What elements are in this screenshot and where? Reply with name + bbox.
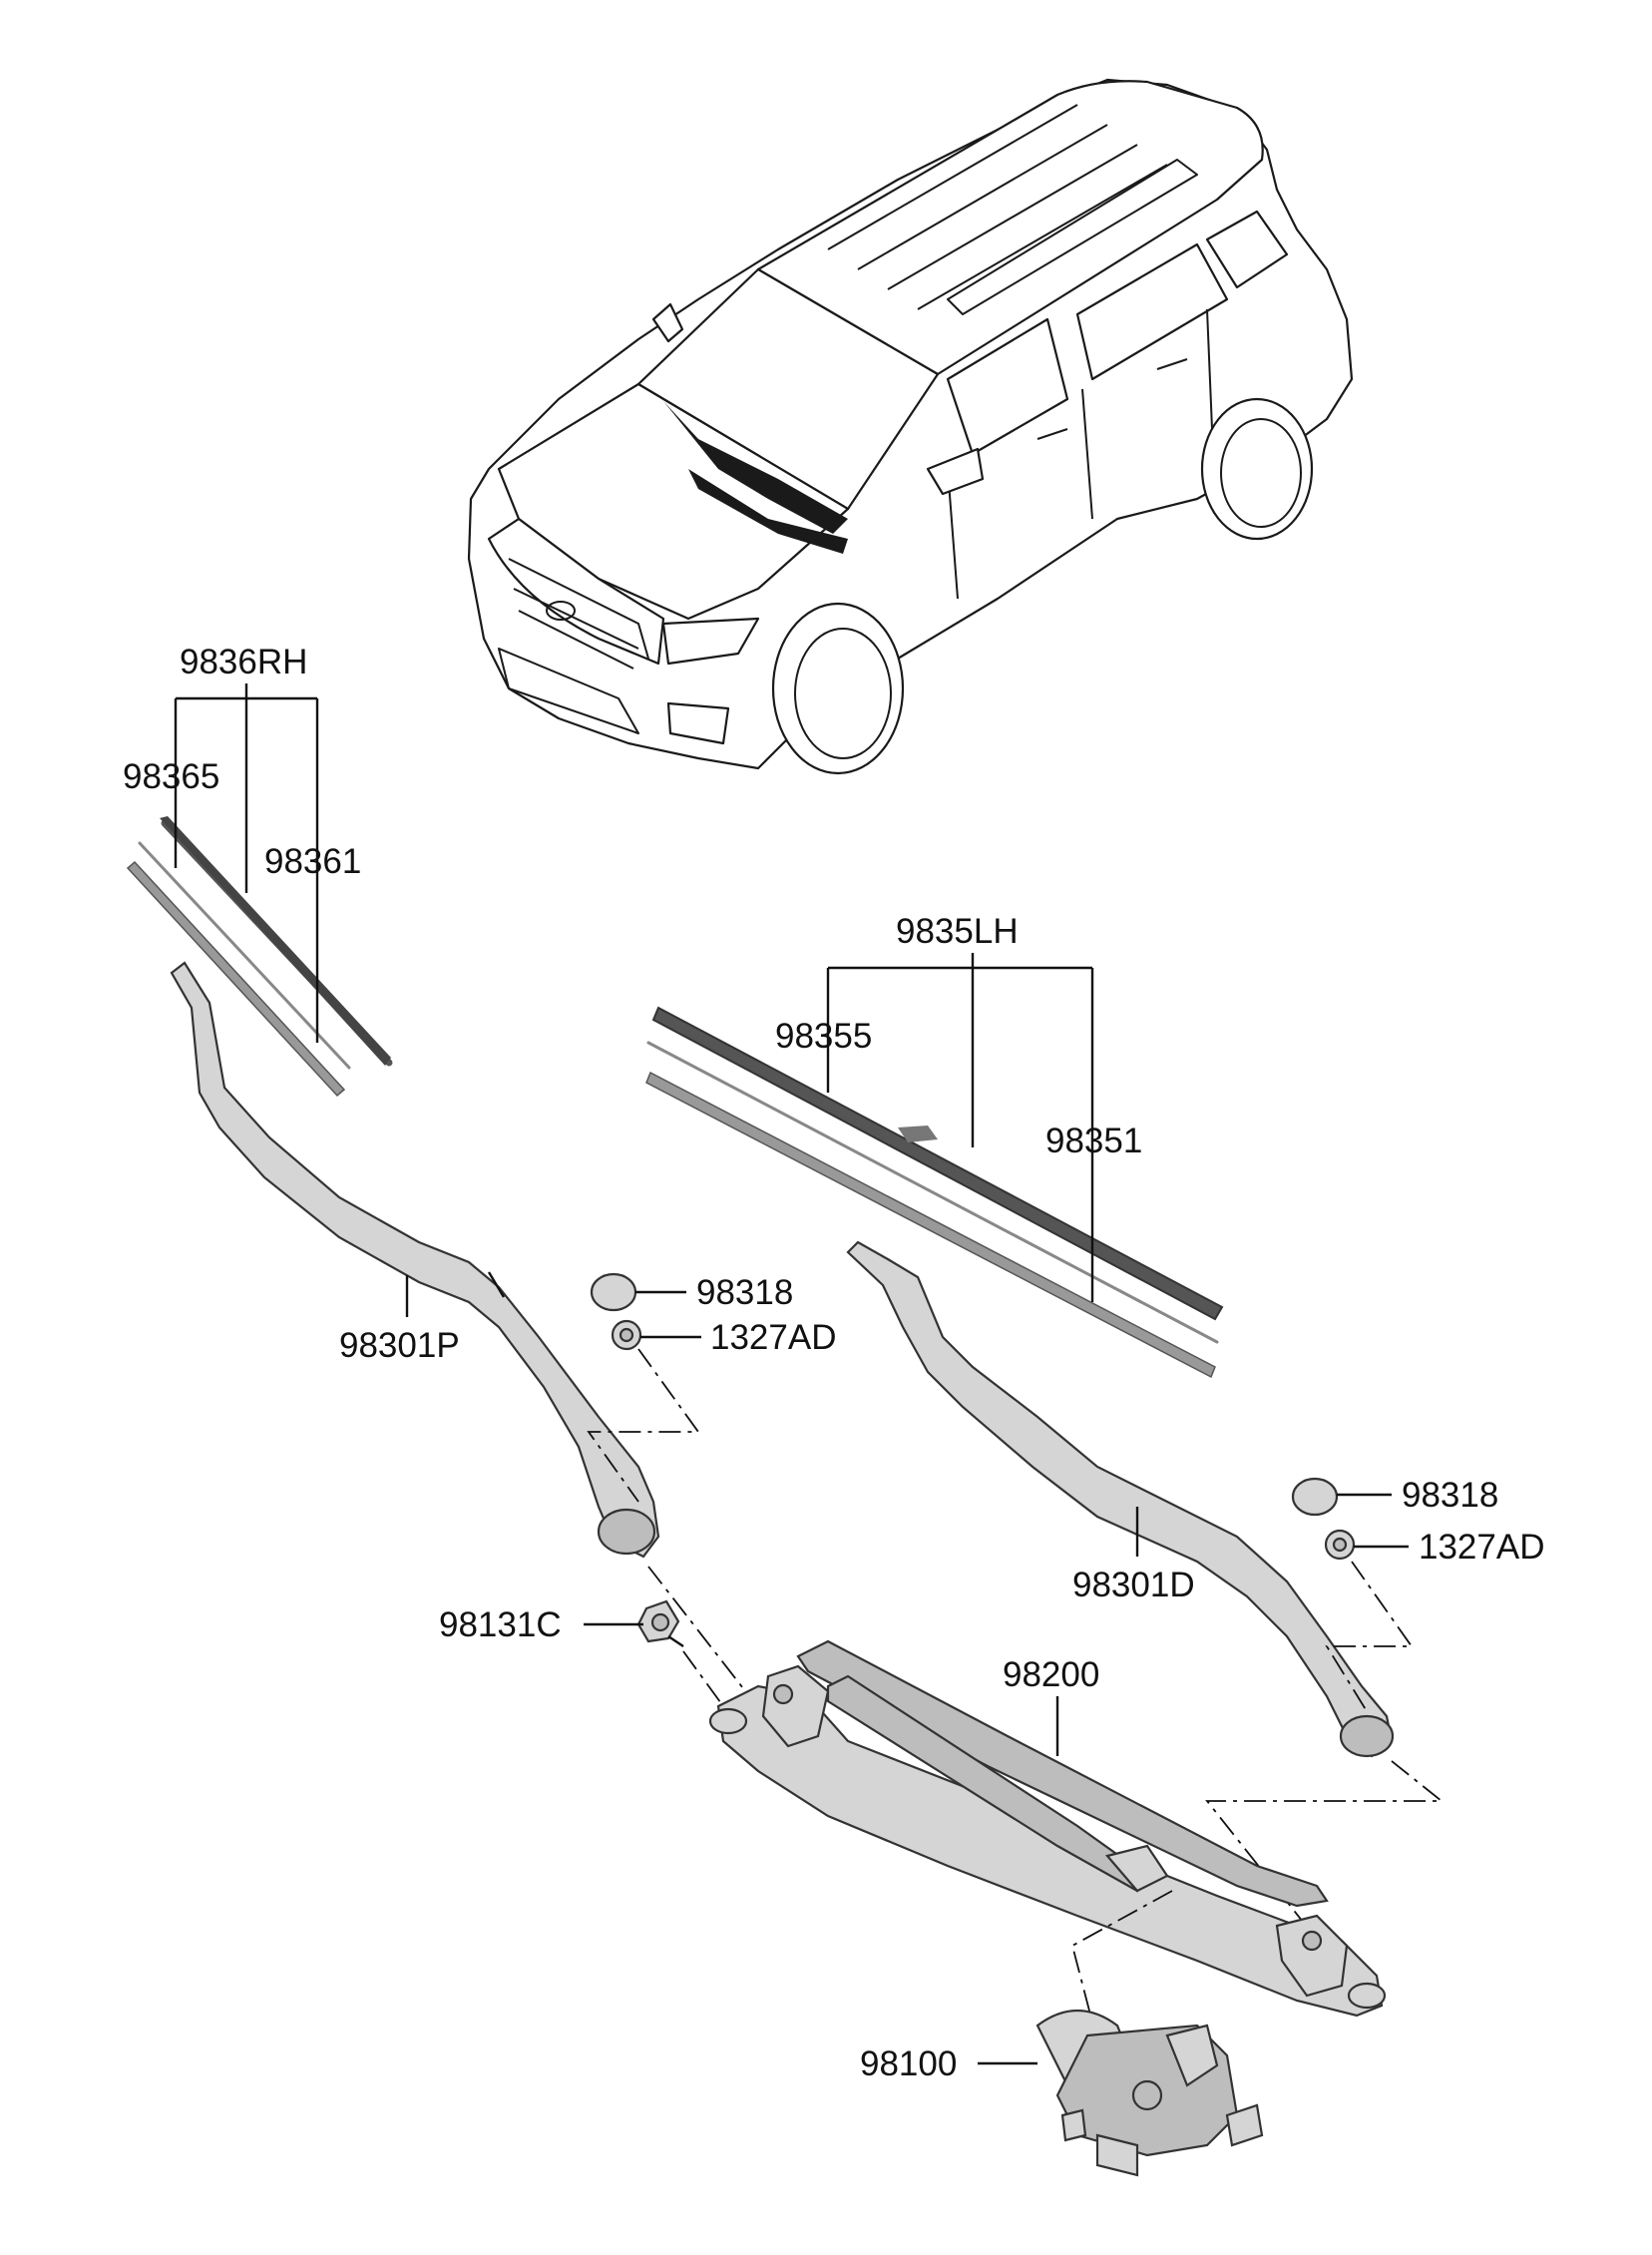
label-linkage: 98200 bbox=[1003, 1655, 1099, 1694]
bolt-98131c bbox=[636, 1599, 684, 1647]
label-cap-rh: 98318 bbox=[696, 1273, 793, 1312]
label-rh-refill: 98365 bbox=[123, 757, 219, 796]
cap-rh bbox=[590, 1272, 637, 1312]
label-lh-blade: 98351 bbox=[1045, 1122, 1142, 1160]
rh-blade-group bbox=[126, 683, 393, 1098]
lh-refill-strip bbox=[646, 1041, 1219, 1344]
label-arm-rh: 98301P bbox=[339, 1326, 460, 1365]
assembly-line-bolt bbox=[682, 1650, 724, 1707]
cap-lh bbox=[1291, 1477, 1339, 1517]
wiper-linkage bbox=[708, 1639, 1387, 2018]
lh-blade-group bbox=[645, 953, 1224, 1379]
label-rh-blade: 98361 bbox=[264, 842, 361, 881]
wiper-motor bbox=[1035, 2009, 1264, 2177]
label-bolt: 98131C bbox=[439, 1605, 562, 1644]
label-lh-assy: 9835LH bbox=[896, 912, 1019, 951]
label-cap-lh: 98318 bbox=[1402, 1476, 1498, 1515]
label-arm-lh: 98301D bbox=[1072, 1566, 1195, 1604]
label-motor: 98100 bbox=[860, 2044, 957, 2083]
label-nut-rh: 1327AD bbox=[710, 1318, 836, 1357]
rh-refill-strip bbox=[138, 841, 351, 1070]
label-nut-lh: 1327AD bbox=[1419, 1528, 1544, 1567]
rh-wiper-arm bbox=[170, 961, 660, 1559]
vehicle-illustration bbox=[467, 78, 1354, 775]
lh-wiper-arm bbox=[846, 1240, 1395, 1758]
label-rh-assy: 9836RH bbox=[180, 643, 307, 681]
nut-lh bbox=[1324, 1529, 1356, 1561]
label-lh-refill: 98355 bbox=[775, 1017, 872, 1056]
nut-rh bbox=[611, 1319, 642, 1351]
